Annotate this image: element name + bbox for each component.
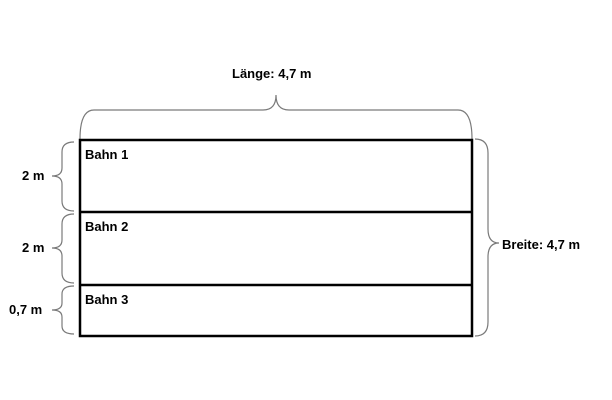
lane-rectangle [78,138,474,338]
lane-2-size-label: 2 m [22,240,45,255]
lane-1-label: Bahn 1 [85,147,129,162]
lane-1-brace [51,141,75,212]
lane-1-size-label: 2 m [22,168,45,183]
lane-2-brace [51,213,75,284]
lane-3-brace [51,285,75,335]
lane-3-label: Bahn 3 [85,292,129,307]
lane-3-size-label: 0,7 m [9,302,43,317]
width-brace [474,138,500,337]
lane-2-label: Bahn 2 [85,219,129,234]
length-label: Länge: 4,7 m [232,66,312,81]
length-brace [79,94,473,140]
width-label: Breite: 4,7 m [502,237,581,252]
